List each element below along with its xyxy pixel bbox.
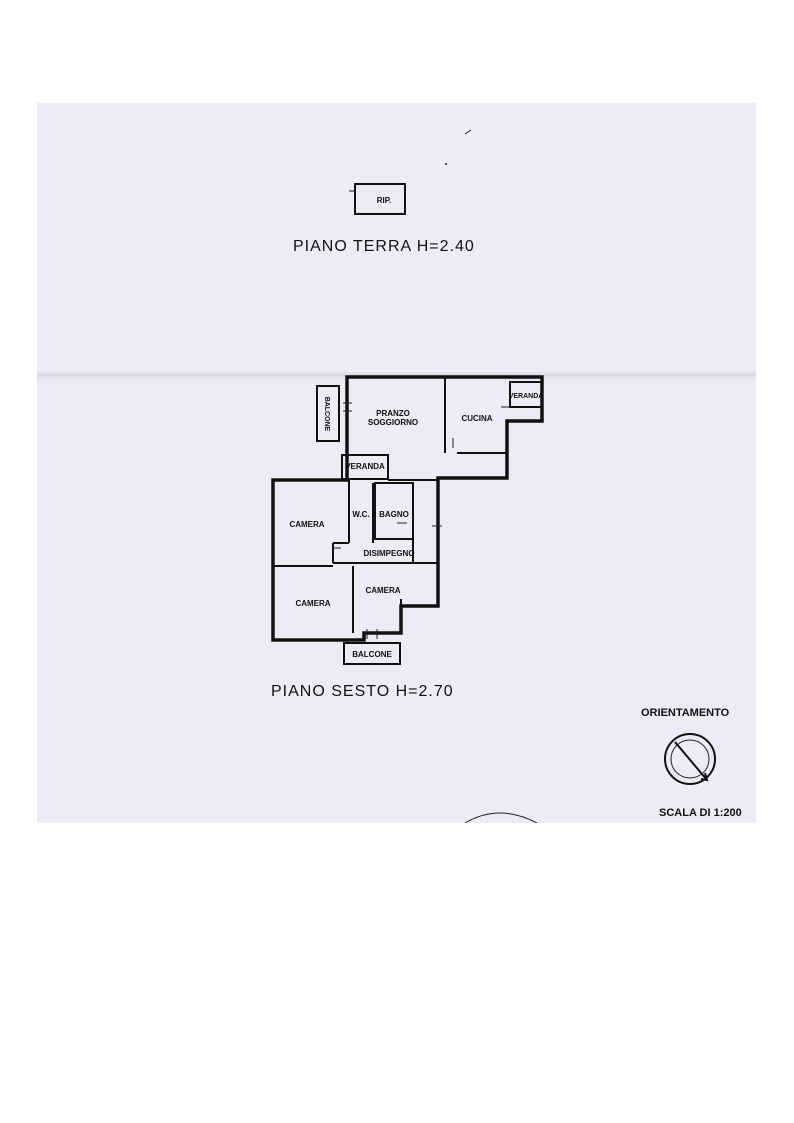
room-label-camera-1: CAMERA [289, 520, 324, 529]
stamp-arc [464, 812, 538, 823]
room-label-bagno: BAGNO [379, 510, 409, 519]
room-label-veranda-right: VERANDA [509, 393, 544, 400]
balcone-top [316, 385, 340, 442]
veranda-right [509, 381, 543, 408]
sixth-floor-title: PIANO SESTO H=2.70 [271, 683, 454, 700]
balcone-bottom [343, 642, 401, 665]
stray-mark [464, 129, 472, 135]
room-label-camera-3: CAMERA [365, 586, 400, 595]
room-label-camera-2: CAMERA [295, 599, 330, 608]
orientation-label: ORIENTAMENTO [641, 707, 730, 719]
floor-plan-drawing: RIP. [271, 129, 716, 823]
room-label-cucina: CUCINA [461, 414, 492, 423]
room-label-pranzo: PRANZO [376, 409, 410, 418]
room-label-wc: W.C. [352, 510, 369, 519]
stray-dot [445, 163, 447, 165]
room-label-veranda-center: VERANDA [345, 462, 385, 471]
ground-floor-title: PIANO TERRA H=2.40 [293, 238, 475, 255]
ripostiglio-room: RIP. [349, 183, 406, 215]
room-label-soggiorno: SOGGIORNO [368, 418, 418, 427]
room-label-balcone-top: BALCONE [323, 397, 330, 432]
scale-label: SCALA DI 1:200 [659, 807, 742, 819]
bagno-room [374, 482, 414, 540]
room-label-balcone-bottom: BALCONE [352, 650, 392, 659]
apartment-walls [271, 375, 544, 665]
floor-plan-sheet: RIP. [37, 103, 756, 823]
ripostiglio-label: RIP. [377, 196, 392, 205]
compass-icon [664, 733, 716, 785]
room-label-disimpegno: DISIMPEGNO [363, 549, 414, 558]
